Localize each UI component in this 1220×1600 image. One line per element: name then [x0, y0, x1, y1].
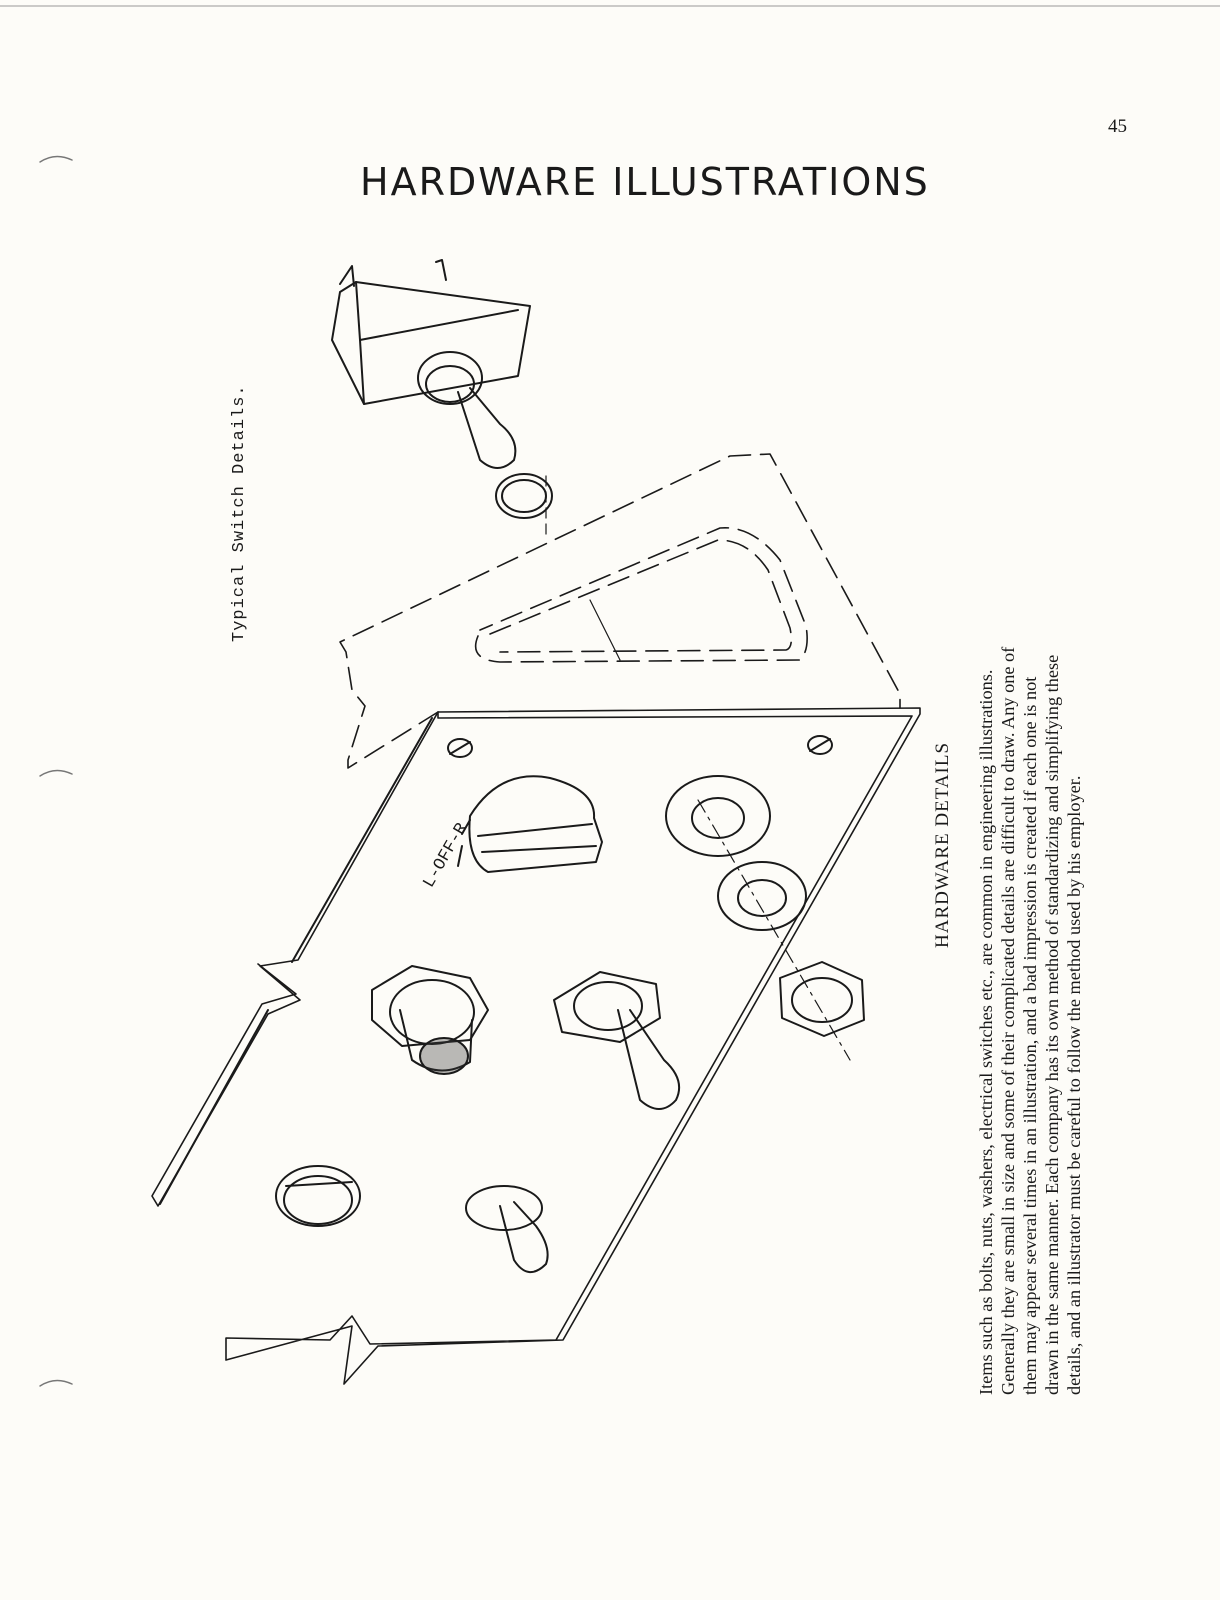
section-heading: HARDWARE DETAILS — [932, 741, 953, 948]
pilot-light-icon — [275, 1165, 361, 1227]
paragraph-line: Items such as bolts, nuts, washers, elec… — [976, 669, 996, 1395]
paragraph-line: drawn in the same manner. Each company h… — [1042, 654, 1062, 1395]
paragraph-line: them may appear several times in an illu… — [1020, 676, 1040, 1395]
small-toggle-icon — [465, 1185, 549, 1273]
knurled-button-icon — [371, 965, 489, 1075]
panel-plate — [151, 707, 921, 1385]
cutaway-outline — [339, 453, 901, 769]
figure-caption: Typical Switch Details. — [230, 384, 249, 642]
rotary-knob-icon — [457, 775, 603, 873]
washer-stack — [665, 775, 865, 1061]
mounting-screw-icon — [447, 735, 833, 758]
paragraph-line: Generally they are small in size and som… — [998, 646, 1018, 1395]
bat-toggle-icon — [553, 971, 680, 1110]
page-number: 45 — [1108, 116, 1127, 137]
paragraph-line: details, and an illustrator must be care… — [1064, 775, 1084, 1395]
body-paragraph: Items such as bolts, nuts, washers, elec… — [975, 255, 1085, 1395]
binder-hole-marks — [39, 155, 73, 1387]
page-title: HARDWARE ILLUSTRATIONS — [360, 160, 930, 204]
toggle-switch-assembly — [331, 259, 553, 541]
